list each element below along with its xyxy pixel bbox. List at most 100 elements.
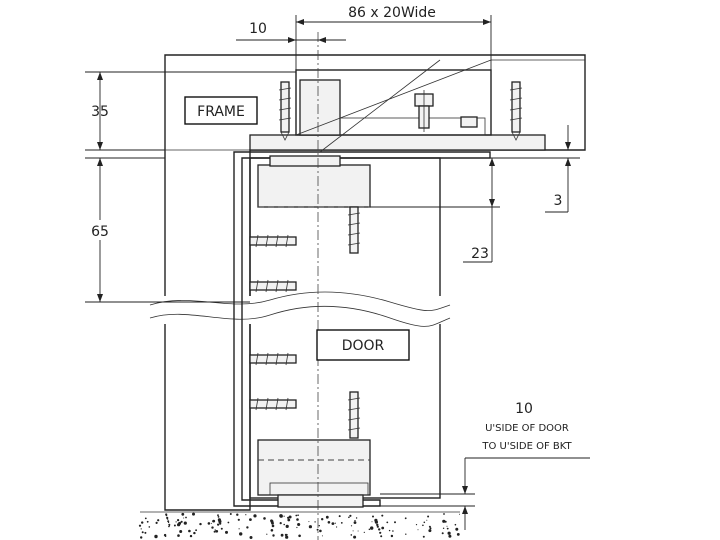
floor-speck [314,521,316,523]
floor-speck [459,513,460,515]
floor-speck [199,522,202,526]
floor-speck [279,522,282,525]
floor-speck [404,517,407,520]
floor-speck [183,517,185,519]
door-screws [249,206,361,439]
floor-speck [288,515,292,519]
dim-bottom-offset: 10 U'SIDE OF DOOR TO U'SIDE OF BKT [380,401,590,530]
floor-speck [287,516,290,519]
floor-speck [381,526,385,530]
floor-speck [245,514,247,516]
floor-speck [271,521,274,525]
floor-speck [154,534,158,539]
floor-speck [368,528,371,531]
floor-speck [144,517,147,520]
floor-speck [443,513,445,515]
dim-bracket-offset-text: 10 [249,21,267,37]
floor-speck [381,514,384,517]
frame-screws [278,81,523,141]
floor-speck [331,522,335,525]
floor-speck [422,524,424,527]
floor-speck [141,521,144,524]
screw-icon [249,352,297,366]
floor-speck [442,527,445,529]
floor-speck [325,515,329,519]
floor-speck [371,521,373,523]
frame-label: FRAME [184,96,258,125]
floor-speck [308,521,310,523]
floor-speck [239,532,243,536]
floor-speck [447,531,451,535]
floor-speck [349,514,352,517]
dim-door-height: 65 [85,157,250,303]
floor-speck [297,523,301,526]
dim-pivot-depth-text: 23 [471,246,489,262]
floor-speck [446,527,449,530]
floor-speck [321,518,324,521]
floor-speck [185,516,187,519]
floor-speck [374,520,378,524]
floor-speck [405,533,407,535]
floor-speck [253,514,257,518]
floor-speck [376,525,379,528]
floor-speck [295,514,298,517]
floor-speck [210,522,212,524]
floor-speck [316,528,319,531]
floor-speck [376,523,379,527]
bottom-note-line1: U'SIDE OF DOOR [485,423,569,434]
floor-speck [446,525,448,527]
floor-speck [417,529,419,531]
floor-speck [336,526,338,528]
floor-speck [246,526,249,529]
floor-speck [352,530,354,532]
floor-speck [428,529,432,533]
floor-speck [442,519,446,523]
floor-speck [334,522,336,524]
floor-speck [287,518,291,522]
door-label: DOOR [316,329,410,361]
door-label-text: DOOR [342,338,385,354]
floor-speck [212,520,215,523]
dim-door-height-text: 65 [91,224,109,240]
floor-speck [178,521,182,525]
floor-speck [441,532,444,535]
floor-speck [193,531,196,535]
floor-speck [271,524,275,528]
floor-speck [429,527,432,530]
floor-speck [415,524,418,526]
floor-speck [217,516,220,518]
floor-speck [308,525,312,529]
floor-speck [168,523,171,526]
screw-icon [249,397,297,411]
floor-speck [319,529,322,533]
floor-speck [146,520,149,523]
floor-speck [394,521,396,524]
floor-speck [370,526,374,530]
adjusting-bolt-icon [414,90,478,132]
floor-speck [195,529,198,532]
floor-speck [157,519,160,522]
floor-speck [353,535,357,539]
floor-speck [379,531,382,534]
floor-speck [217,523,220,526]
floor-speck [357,530,359,532]
dim-bracket-size: 86 x 20Wide [295,5,492,70]
floor-speck [220,527,223,530]
screw-icon [278,81,292,141]
floor-speck [211,526,214,529]
floor-speck [167,520,170,523]
floor-speck [263,517,266,520]
floor-speck [166,518,169,520]
frame-label-text: FRAME [197,104,245,120]
screw-icon [249,279,297,293]
floor-speck [321,535,323,537]
floor-speck [155,521,158,525]
floor-speck [353,521,357,524]
floor-speck [144,531,147,534]
floor-speck [449,534,451,537]
floor-speck [422,535,425,538]
floor-speck [214,529,216,531]
floor-speck [148,526,151,528]
floor-speck [180,520,183,523]
